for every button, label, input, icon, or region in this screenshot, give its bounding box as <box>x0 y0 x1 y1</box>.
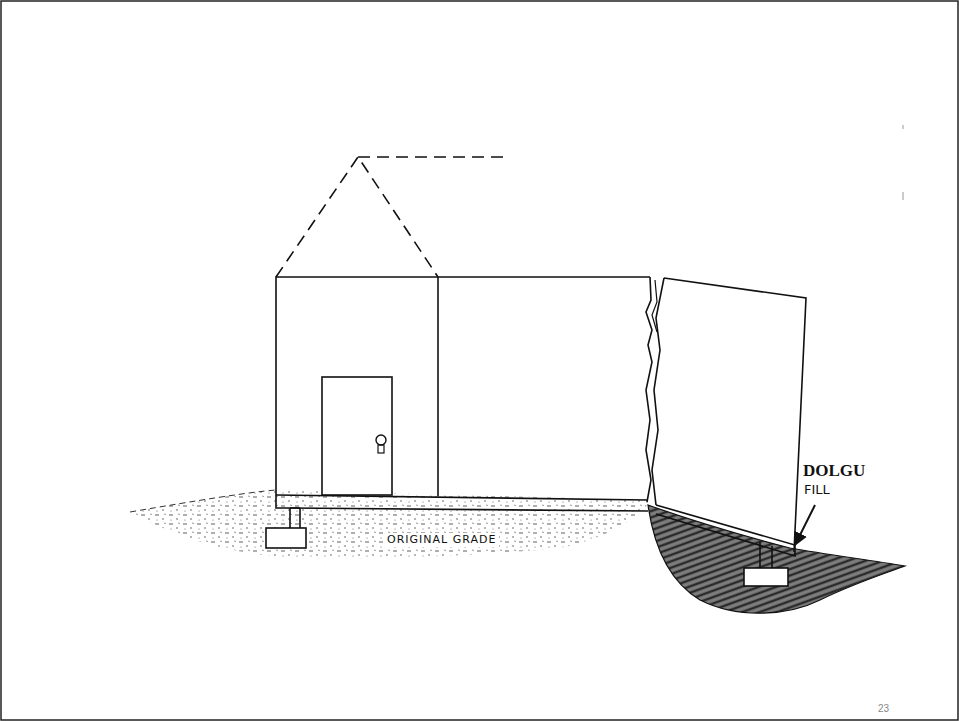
house-wall <box>276 277 650 495</box>
wall-crack <box>646 277 652 502</box>
door <box>322 377 392 495</box>
roof-outline <box>276 157 438 277</box>
footing <box>744 568 788 586</box>
footing <box>266 528 306 548</box>
door-knob <box>376 435 386 445</box>
floor-slab <box>276 495 648 511</box>
part-label: FILL <box>804 483 830 497</box>
page-number: 23 <box>878 703 889 714</box>
leader-arrow <box>795 505 815 545</box>
fill-soil <box>648 505 905 613</box>
edge-mark <box>903 125 904 129</box>
grade-line <box>130 490 276 512</box>
footing-stem <box>276 495 300 528</box>
part-label: ORIGINAL GRADE <box>384 533 499 547</box>
tilted-slab <box>656 505 795 556</box>
footing-stem <box>760 542 772 568</box>
original-grade-ground <box>130 490 650 559</box>
translated-label: DOLGU <box>803 462 865 481</box>
house-wall <box>437 277 439 496</box>
door-knob <box>378 445 384 453</box>
roof-ridge <box>358 156 510 158</box>
edge-mark <box>903 192 904 200</box>
